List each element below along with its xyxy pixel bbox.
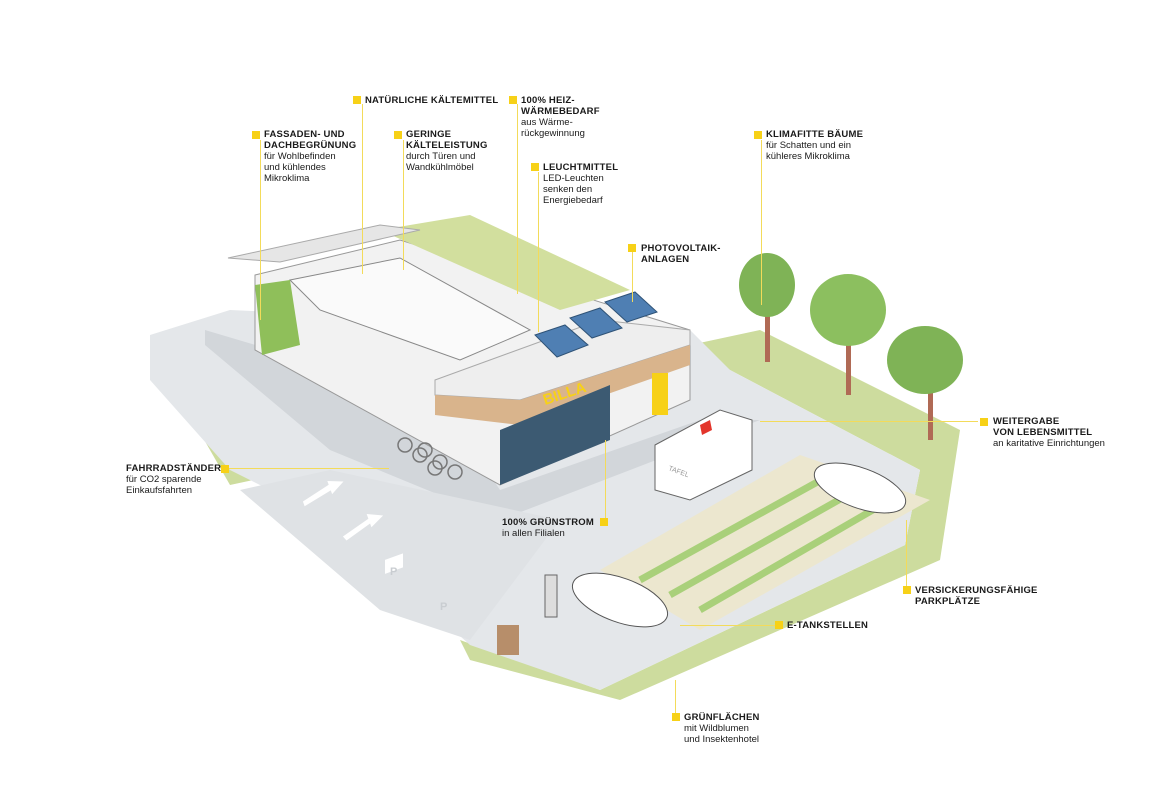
trees <box>739 253 963 440</box>
bikes <box>397 437 463 480</box>
bullet-icon <box>775 621 783 629</box>
info-pylon <box>652 373 668 415</box>
green-area <box>460 330 960 700</box>
car-charging <box>571 572 669 628</box>
label-klimafitte-baeume: KLIMAFITTE BÄUME für Schatten und ein kü… <box>766 129 864 162</box>
bullet-icon <box>394 131 402 139</box>
leader-line <box>517 104 518 294</box>
storefront <box>500 385 610 485</box>
label-weitergabe: WEITERGABE VON LEBENSMITTEL an karitativ… <box>993 416 1105 449</box>
label-e-tankstellen: E-TANKSTELLEN <box>787 620 869 631</box>
road-arrows <box>302 480 384 541</box>
label-fassadenbegruenung: FASSADEN- UND DACHBEGRÜNUNG für Wohlbefi… <box>264 129 357 184</box>
label-parkplaetze: VERSICKERUNGSFÄHIGE PARKPLÄTZE <box>915 585 1038 607</box>
label-photovoltaik: PHOTOVOLTAIK- ANLAGEN <box>641 243 721 265</box>
parking-green-stripes <box>638 471 892 614</box>
parking-symbol-text: P <box>390 566 397 578</box>
green-facade <box>255 280 300 355</box>
bullet-icon <box>628 244 636 252</box>
ev-charger <box>544 574 558 618</box>
leader-line <box>403 140 404 270</box>
roof-slab <box>227 224 421 263</box>
parking-symbol <box>385 553 403 574</box>
leader-line <box>260 140 261 320</box>
leader-line <box>605 440 606 520</box>
bullet-icon <box>600 518 608 526</box>
label-fahrradstaender: FAHRRADSTÄNDER für CO2 sparende Einkaufs… <box>126 463 222 496</box>
label-kaelteleistung: GERINGE KÄLTELEISTUNG durch Türen und Wa… <box>406 129 488 173</box>
bullet-icon <box>252 131 260 139</box>
parking-symbol-text-2: P <box>440 601 447 613</box>
leader-line <box>632 252 633 302</box>
bullet-icon <box>221 465 229 473</box>
leader-line <box>761 140 762 305</box>
bullet-icon <box>531 163 539 171</box>
bullet-icon <box>754 131 762 139</box>
label-leuchtmittel: LEUCHTMITTEL LED-Leuchten senken den Ene… <box>543 162 619 206</box>
label-natuerliche-kaeltemittel: NATÜRLICHE KÄLTEMITTEL <box>365 95 499 106</box>
label-heizwaermebedarf: 100% HEIZ- WÄRMEBEDARF aus Wärme- rückge… <box>521 95 600 139</box>
car <box>813 462 907 514</box>
leader-line <box>538 172 539 332</box>
bullet-icon <box>980 418 988 426</box>
label-gruenstrom: 100% GRÜNSTROM in allen Filialen <box>502 517 595 539</box>
insect-hotel <box>497 625 519 655</box>
leader-line <box>675 680 676 713</box>
bullet-icon <box>353 96 361 104</box>
building-interior <box>288 257 532 361</box>
leader-line <box>229 468 389 469</box>
label-gruenflaechen: GRÜNFLÄCHEN mit Wildblumen und Insektenh… <box>684 712 760 745</box>
leader-line <box>680 625 775 626</box>
bullet-icon <box>903 586 911 594</box>
leader-line <box>362 104 363 274</box>
leader-line <box>906 520 907 586</box>
leader-line <box>760 421 978 422</box>
solar-panels <box>534 291 658 358</box>
bullet-icon <box>509 96 517 104</box>
van: TAFEL <box>654 409 753 501</box>
green-roof <box>380 215 630 310</box>
bullet-icon <box>672 713 680 721</box>
wood-band <box>435 345 690 425</box>
